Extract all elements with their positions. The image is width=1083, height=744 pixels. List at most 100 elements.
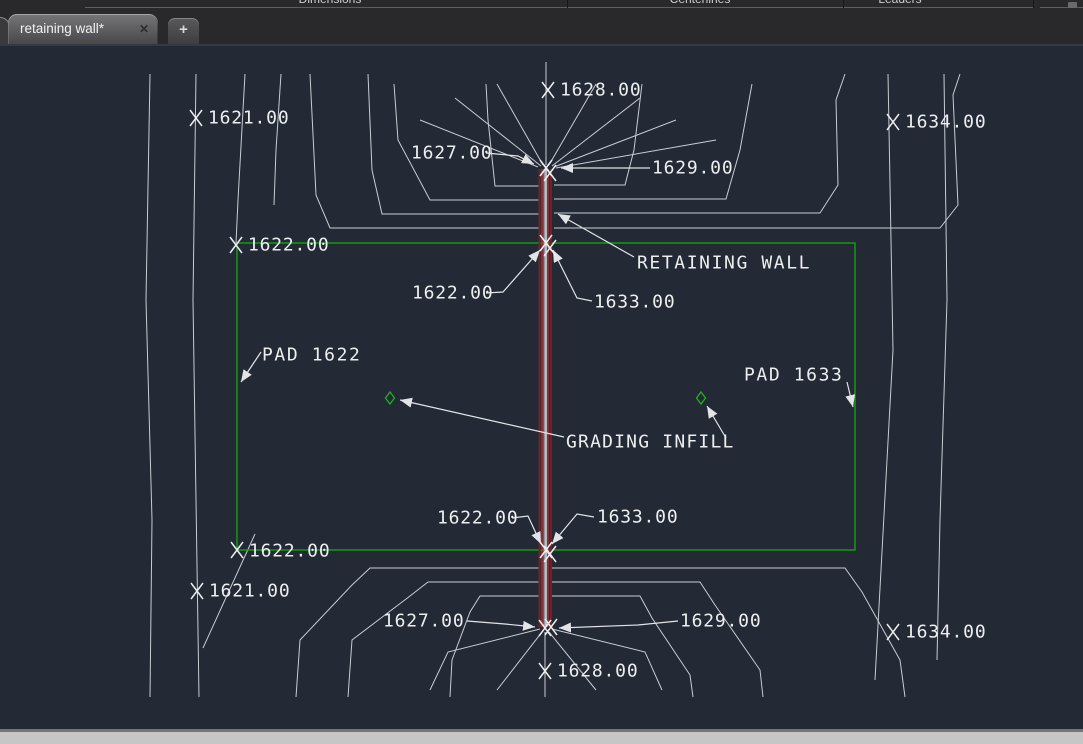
point-marker-stroke [544, 618, 558, 636]
point-marker [189, 109, 203, 127]
point-marker [229, 236, 243, 254]
contour-line [429, 628, 541, 691]
ribbon-overflow-icon[interactable] [1068, 2, 1077, 8]
plus-icon: + [179, 21, 188, 38]
contour-line [551, 628, 663, 691]
elevation-label: 1629.00 [652, 158, 733, 179]
point-marker-stroke [886, 113, 900, 131]
elevation-label: 1621.00 [208, 108, 289, 129]
point-marker-stroke [886, 623, 900, 641]
tab-label: retaining wall* [20, 21, 105, 36]
elevation-label: 1622.00 [248, 235, 329, 256]
contour-line [554, 83, 753, 200]
ribbon-divider [1033, 0, 1034, 8]
elevation-label: 1634.00 [905, 622, 986, 643]
point-marker [230, 541, 244, 559]
document-tab-bar: retaining wall* ✕ + [0, 8, 1083, 44]
elevation-label: 1621.00 [209, 581, 290, 602]
point-marker-stroke [538, 662, 552, 680]
leader-line [399, 397, 565, 438]
leader-line [706, 405, 727, 439]
point-marker-stroke [190, 582, 204, 600]
contour-line [555, 139, 717, 169]
point-marker-stroke [541, 81, 555, 99]
point-marker-stroke [229, 236, 243, 254]
point-marker [886, 113, 900, 131]
elevation-label: 1628.00 [557, 661, 638, 682]
contour-line [548, 83, 597, 166]
leader-line [552, 249, 593, 302]
leader-line [485, 249, 541, 294]
ribbon-group-leaders: Leaders [878, 0, 921, 7]
leader-line [557, 213, 635, 258]
point-marker [886, 623, 900, 641]
contour-line [202, 533, 256, 649]
point-marker [543, 545, 557, 563]
point-marker [190, 582, 204, 600]
contour-line [554, 73, 961, 229]
elevation-label: RETAINING WALL [637, 253, 811, 274]
point-marker-stroke [543, 545, 557, 563]
contour-line [553, 119, 677, 168]
point-marker-stroke [230, 541, 244, 559]
leader-line [551, 513, 595, 545]
leader-line [845, 381, 856, 408]
elevation-label: PAD 1622 [262, 345, 362, 366]
contour-line [192, 73, 200, 698]
ribbon-group-centerlines: Centerlines [670, 0, 731, 7]
statusbar-separator [0, 729, 1083, 732]
point-marker-stroke [543, 164, 557, 182]
contour-line [552, 581, 764, 698]
point-marker [538, 662, 552, 680]
tab-close-icon[interactable]: ✕ [138, 22, 149, 36]
command-bar[interactable] [0, 732, 1083, 744]
contour-line [548, 631, 597, 691]
point-marker [543, 164, 557, 182]
drawing-viewport[interactable]: 1628.00 1621.00 1634.00 1627.00 1629.00 1622.… [0, 44, 1083, 729]
elevation-label: 1634.00 [905, 112, 986, 133]
elevation-label: 1627.00 [411, 143, 492, 164]
leader-line [466, 620, 536, 631]
elevation-label: GRADING INFILL [566, 432, 735, 453]
ribbon-divider [567, 0, 568, 8]
grading-diamond [695, 390, 707, 406]
elevation-label: 1622.00 [412, 283, 493, 304]
leader-line [485, 152, 535, 165]
contour-line [552, 567, 906, 698]
point-marker-stroke [538, 619, 552, 637]
contour-line [485, 83, 540, 187]
leader-line [558, 620, 679, 633]
tab-retaining-wall[interactable]: retaining wall* ✕ [8, 14, 158, 44]
contour-line [309, 73, 540, 229]
elevation-label: 1633.00 [597, 507, 678, 528]
contour-line [496, 83, 544, 166]
point-marker [543, 239, 557, 257]
ribbon-divider [843, 0, 844, 8]
elevation-label: 1627.00 [383, 611, 464, 632]
new-tab-button[interactable]: + [168, 18, 199, 44]
ribbon-edge-line [85, 7, 1033, 8]
contour-line [554, 73, 846, 214]
ribbon-edge-line [1040, 7, 1083, 8]
point-marker-stroke [543, 239, 557, 257]
contour-line [496, 631, 543, 691]
contour-line [419, 119, 539, 168]
point-marker-stroke [539, 541, 553, 559]
contour-line [874, 73, 894, 681]
contour-line [347, 581, 540, 698]
grading-diamond [384, 390, 396, 406]
point-marker [539, 541, 553, 559]
point-marker [538, 619, 552, 637]
elevation-label: 1622.00 [249, 541, 330, 562]
ribbon-caption-strip: Dimensions Centerlines Leaders [0, 0, 1083, 8]
elevation-label: 1633.00 [594, 292, 675, 313]
contour-line [235, 73, 246, 244]
point-marker-stroke [189, 109, 203, 127]
contour-line [295, 567, 540, 698]
contour-line [551, 97, 641, 167]
elevation-label: 1628.00 [560, 80, 641, 101]
contour-line [145, 73, 153, 698]
elevation-label: 1622.00 [437, 508, 518, 529]
contour-line [367, 73, 540, 215]
